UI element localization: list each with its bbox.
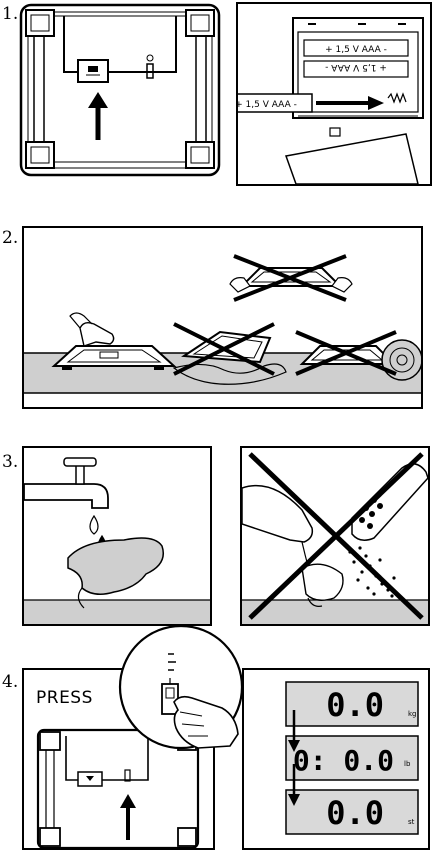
lcd-display-2 xyxy=(285,735,419,781)
step-number-4: 4. xyxy=(2,672,19,692)
lcd-unit-2: lb xyxy=(404,760,411,768)
battery-insertion-illustration: + 1,5 V AAA - + 1,5 V AAA - + 1,5 V AAA … xyxy=(238,17,424,184)
detergent-bottle-icon xyxy=(242,484,314,543)
display-sequence-panel: 0.0 kg 0: 0.0 lb 0.0 st xyxy=(242,668,430,850)
step-number-3: 3. xyxy=(2,452,19,472)
damp-cloth-icon xyxy=(67,537,164,595)
lcd-unit-3: st xyxy=(408,818,415,826)
placement-panel xyxy=(22,226,423,409)
no-chemicals-illustration xyxy=(242,452,428,624)
pressing-finger-icon xyxy=(173,695,239,749)
lcd-display-3 xyxy=(285,789,419,835)
button-magnifier xyxy=(118,624,244,750)
finger-press-illustration xyxy=(118,624,244,750)
placement-illustration xyxy=(24,254,421,394)
lcd-unit-1: kg xyxy=(408,710,417,718)
step-number-2: 2. xyxy=(2,228,19,248)
lcd-display-1 xyxy=(285,681,419,727)
press-label: PRESS xyxy=(36,688,93,708)
powder-shaker-icon xyxy=(351,463,428,541)
step-number-1: 1. xyxy=(2,4,19,24)
lcd-readout-3: 0.0 xyxy=(326,794,384,832)
battery-insertion-panel: + 1,5 V AAA - + 1,5 V AAA - + 1,5 V AAA … xyxy=(236,2,432,186)
cross-chemicals-b xyxy=(248,452,424,620)
cross-air-b xyxy=(233,254,347,302)
scale-underside-panel xyxy=(18,2,222,178)
no-chemicals-panel xyxy=(240,446,430,626)
cleaning-panel xyxy=(22,446,212,626)
cleaning-illustration xyxy=(24,457,210,624)
cross-roll-b xyxy=(295,330,397,376)
lcd-readout-2: 0: 0.0 xyxy=(293,744,394,777)
battery-label-3: + 1,5 V AAA - xyxy=(238,100,297,110)
battery-label-2: + 1,5 V AAA - xyxy=(325,62,387,72)
faucet-icon xyxy=(24,483,109,509)
lcd-readout-1: 0.0 xyxy=(326,686,384,724)
scale-underside-illustration xyxy=(19,3,221,177)
cross-carpet-b xyxy=(173,322,275,376)
water-drop-icon xyxy=(89,514,99,535)
battery-label-1: + 1,5 V AAA - xyxy=(325,45,387,55)
display-sequence-illustration: 0.0 kg 0: 0.0 lb 0.0 st xyxy=(285,681,419,835)
